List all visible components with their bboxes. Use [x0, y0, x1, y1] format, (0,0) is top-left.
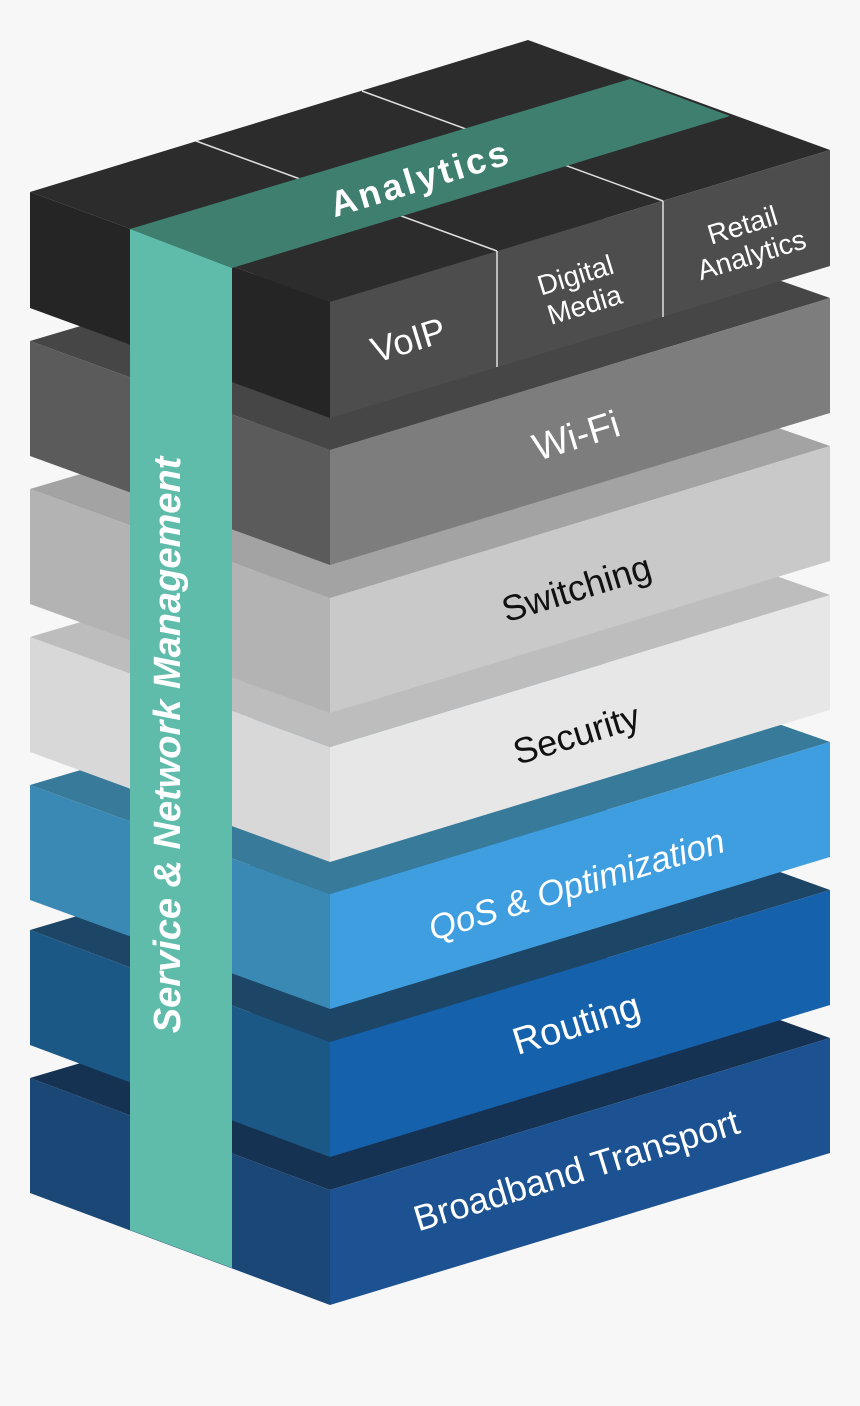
service-network-management-label: Service & Network Management	[147, 455, 189, 1033]
service-network-management-band: Service & Network Management	[130, 229, 232, 1268]
